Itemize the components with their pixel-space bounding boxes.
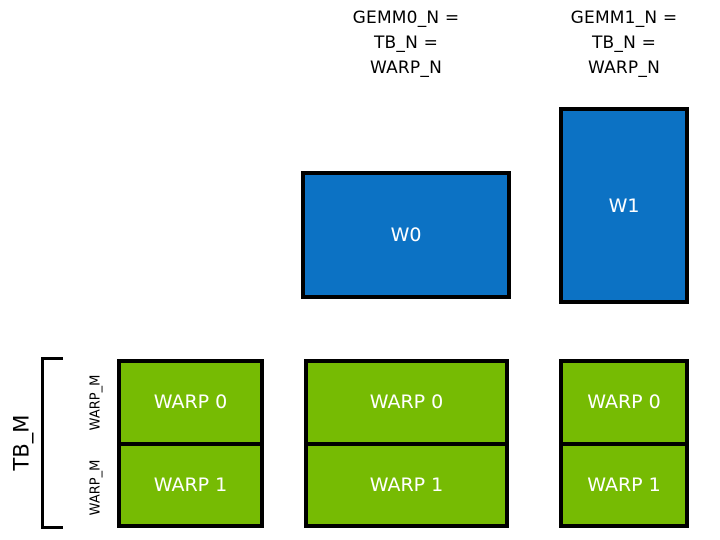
warp-tile-w1: W1 <box>559 107 689 304</box>
warp-stack-c: WARP 0 WARP 1 <box>559 359 689 528</box>
warp-tile-w1-label: W1 <box>608 194 640 217</box>
warp-row-label: WARP 1 <box>587 473 661 496</box>
warp-row-label: WARP 1 <box>153 473 228 496</box>
warp-row: WARP 1 <box>563 445 685 524</box>
warp-row: WARP 0 <box>563 363 685 446</box>
tb-m-bracket <box>41 357 63 529</box>
caption-gemm1: GEMM1_N = TB_N = WARP_N <box>570 8 678 78</box>
warp-stack-b: WARP 0 WARP 1 <box>304 359 509 528</box>
warp-row: WARP 1 <box>121 445 260 524</box>
warp-row-label: WARP 0 <box>369 391 444 414</box>
caption-gemm0: GEMM0_N = TB_N = WARP_N <box>352 8 460 78</box>
warp-tile-w0: W0 <box>301 171 511 299</box>
warp-row-label: WARP 0 <box>587 391 661 414</box>
tb-m-label: TB_M <box>9 414 34 471</box>
warp-row: WARP 0 <box>121 363 260 446</box>
warp-stack-a: WARP 0 WARP 1 <box>117 359 264 528</box>
warp-row-label: WARP 0 <box>153 391 228 414</box>
warp-m-label-bottom: WARP_M <box>88 459 104 516</box>
warp-row: WARP 1 <box>308 445 505 524</box>
warp-row: WARP 0 <box>308 363 505 446</box>
warp-tile-w0-label: W0 <box>390 224 422 246</box>
warp-row-label: WARP 1 <box>369 473 444 496</box>
